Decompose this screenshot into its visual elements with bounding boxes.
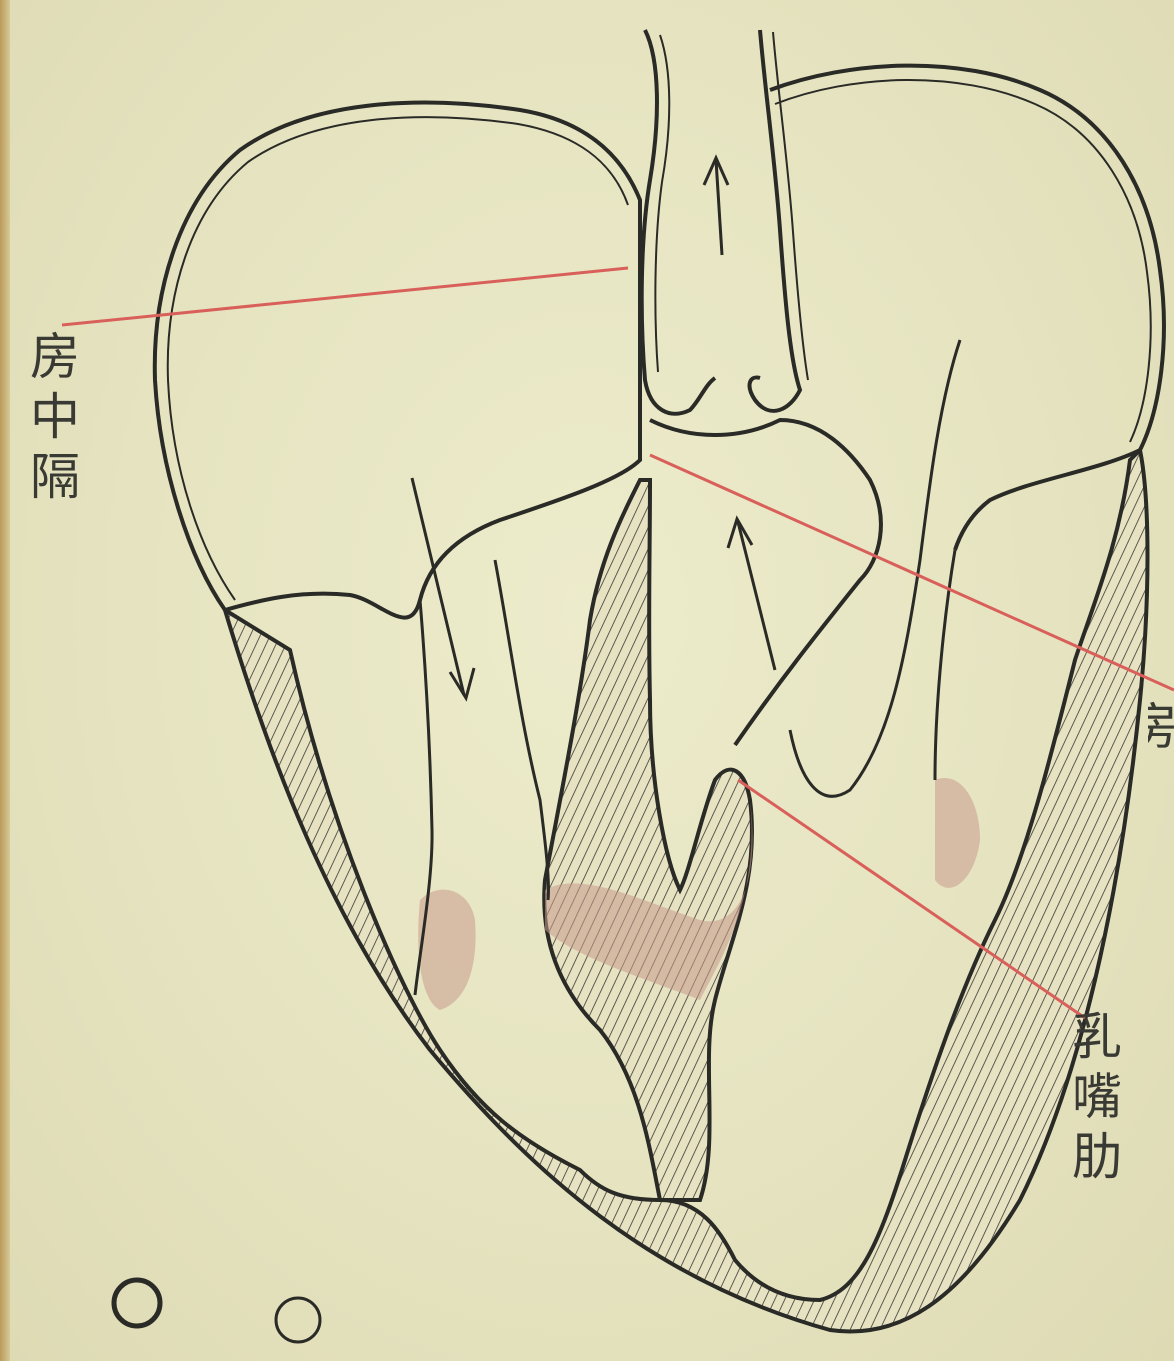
aorta-left-wall bbox=[642, 30, 715, 414]
circle-mark-large bbox=[114, 1280, 160, 1326]
circle-mark-small bbox=[276, 1298, 320, 1342]
right-atrium-inner-line bbox=[775, 80, 1151, 442]
arrow-up-center bbox=[728, 519, 775, 670]
leader-line-septum bbox=[62, 268, 628, 325]
left-valve-chorda bbox=[495, 560, 548, 900]
left-atrium-inner-line bbox=[168, 117, 628, 600]
leader-line-right-upper bbox=[650, 455, 1174, 690]
aortic-valve-curve bbox=[650, 420, 881, 745]
left-atrium-outline bbox=[155, 103, 640, 618]
label-atrial-septum: 房中隔 bbox=[26, 330, 76, 510]
muscle-tint-right bbox=[935, 778, 980, 888]
arrow-up-aorta bbox=[704, 158, 728, 255]
right-atrium-outline bbox=[770, 66, 1164, 550]
ventricular-septum bbox=[544, 480, 752, 1200]
arrow-down-left bbox=[412, 478, 474, 698]
label-papillary-muscle: 乳嘴肋 bbox=[1068, 1010, 1118, 1190]
loop-flow-curve bbox=[790, 340, 960, 796]
label-right-edge-partial: 房 bbox=[1148, 700, 1174, 760]
